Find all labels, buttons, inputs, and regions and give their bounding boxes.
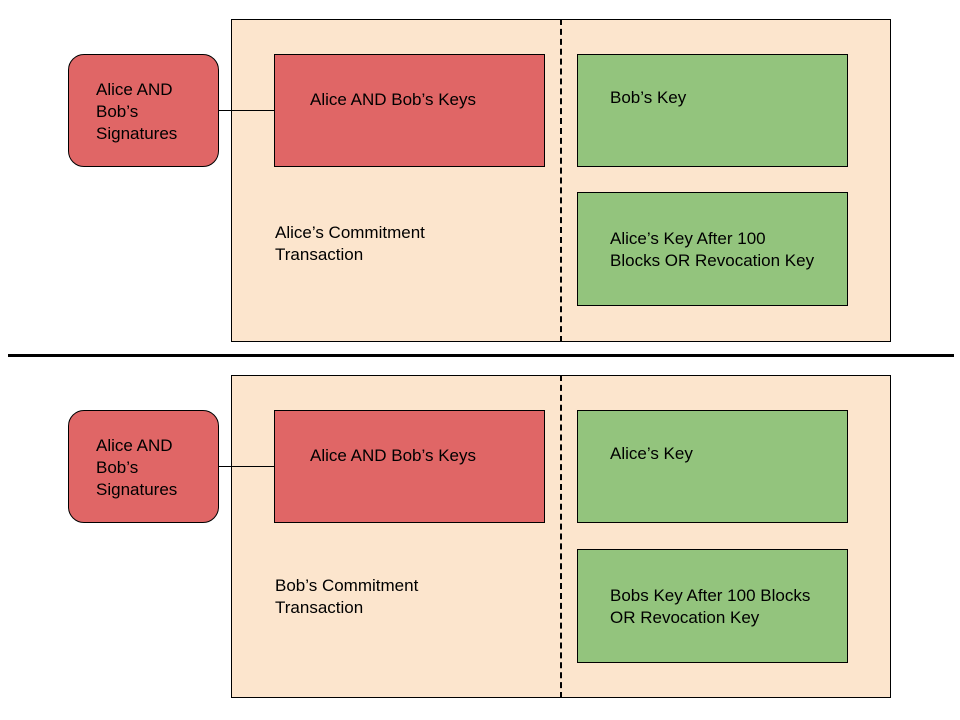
panel-divider-bottom	[560, 375, 562, 698]
signatures-node-top: Alice AND Bob’s Signatures	[68, 54, 219, 167]
output-label: Alice’s Key After 100 Blocks OR Revocati…	[610, 229, 815, 270]
multisig-label: Alice AND Bob’s Keys	[310, 446, 476, 465]
commitment-caption-top: Alice’s Commitment Transaction	[275, 222, 455, 266]
caption-label: Alice’s Commitment Transaction	[275, 223, 425, 264]
multisig-input-top: Alice AND Bob’s Keys	[274, 54, 545, 167]
output-box-top-1: Bob’s Key	[577, 54, 848, 167]
output-label: Alice’s Key	[610, 444, 693, 463]
output-box-bottom-2: Bobs Key After 100 Blocks OR Revocation …	[577, 549, 848, 663]
connector-line-bottom	[219, 466, 275, 467]
caption-label: Bob’s Commitment Transaction	[275, 576, 419, 617]
output-label: Bob’s Key	[610, 88, 687, 107]
signatures-label: Alice AND Bob’s Signatures	[96, 80, 178, 143]
section-separator	[8, 354, 954, 357]
output-label: Bobs Key After 100 Blocks OR Revocation …	[610, 586, 811, 627]
output-box-top-2: Alice’s Key After 100 Blocks OR Revocati…	[577, 192, 848, 306]
connector-line-top	[219, 110, 275, 111]
panel-divider-top	[560, 19, 562, 342]
multisig-label: Alice AND Bob’s Keys	[310, 90, 476, 109]
signatures-node-bottom: Alice AND Bob’s Signatures	[68, 410, 219, 523]
output-box-bottom-1: Alice’s Key	[577, 410, 848, 523]
signatures-label: Alice AND Bob’s Signatures	[96, 436, 178, 499]
multisig-input-bottom: Alice AND Bob’s Keys	[274, 410, 545, 523]
commitment-caption-bottom: Bob’s Commitment Transaction	[275, 575, 455, 619]
